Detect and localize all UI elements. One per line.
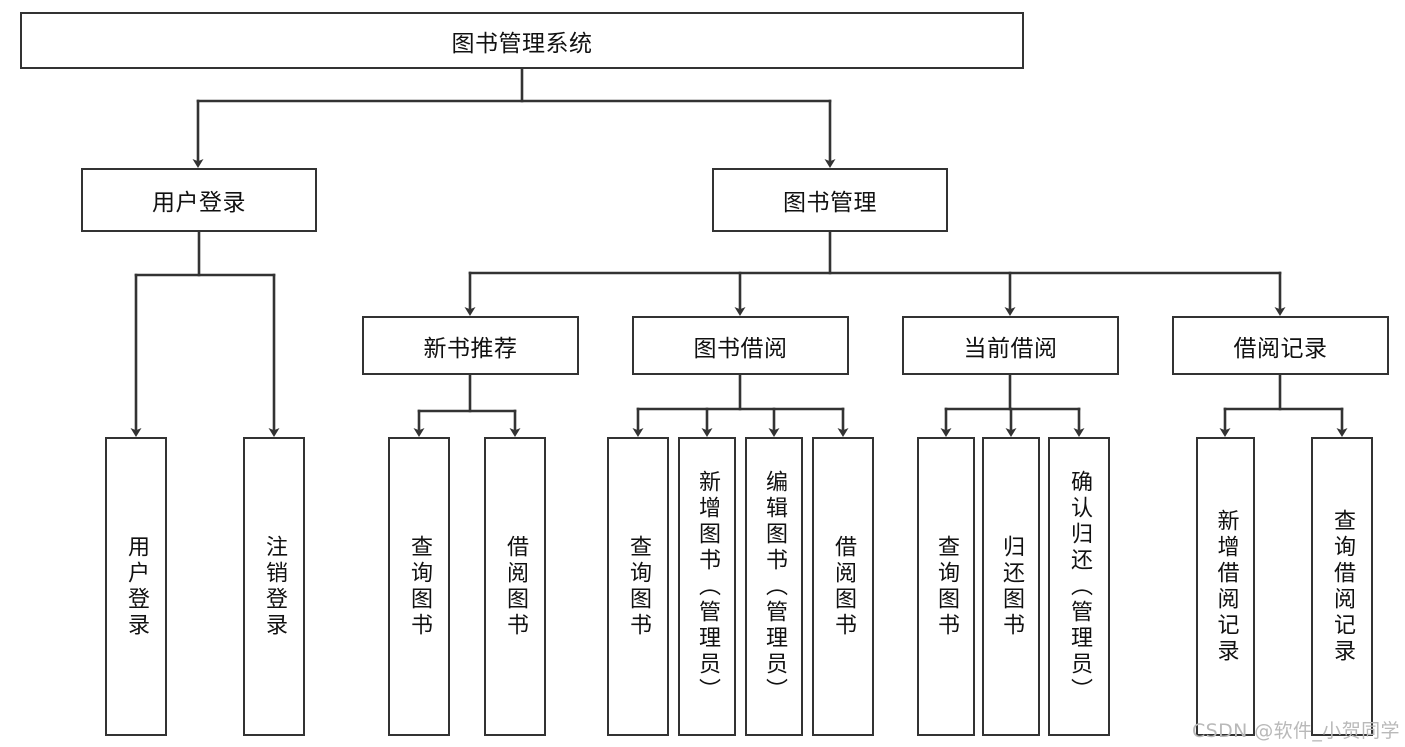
leaf-return-book[interactable]: 归还图书	[982, 437, 1040, 736]
node-user-login[interactable]: 用户登录	[81, 168, 317, 232]
leaf-logout[interactable]: 注销登录	[243, 437, 305, 736]
node-current-borrow[interactable]: 当前借阅	[902, 316, 1119, 375]
watermark-text: CSDN @软件_小贺同学	[1192, 720, 1400, 742]
leaf-add-borrow-record-label: 新增借阅记录	[1213, 508, 1239, 665]
leaf-user-login-label: 用户登录	[124, 534, 149, 639]
leaf-logout-label: 注销登录	[262, 534, 287, 639]
leaf-borrow-book-newbook[interactable]: 借阅图书	[484, 437, 546, 736]
node-book-borrow[interactable]: 图书借阅	[632, 316, 849, 375]
leaf-borrow-book[interactable]: 借阅图书	[812, 437, 874, 736]
node-new-book-recommend[interactable]: 新书推荐	[362, 316, 579, 375]
leaf-borrow-book-label: 借阅图书	[831, 534, 856, 639]
leaf-add-borrow-record[interactable]: 新增借阅记录	[1196, 437, 1255, 736]
leaf-query-book-current-label: 查询图书	[934, 534, 959, 639]
leaf-edit-book-admin-label: 编辑图书（管理员）	[762, 469, 787, 704]
leaf-return-book-label: 归还图书	[999, 534, 1024, 639]
node-root-label: 图书管理系统	[451, 30, 593, 57]
leaf-query-book-borrow[interactable]: 查询图书	[607, 437, 669, 736]
leaf-query-borrow-record[interactable]: 查询借阅记录	[1311, 437, 1373, 736]
node-user-login-label: 用户登录	[152, 190, 246, 216]
leaf-query-book-newbook[interactable]: 查询图书	[388, 437, 450, 736]
leaf-confirm-return-admin-label: 确认归还（管理员）	[1067, 469, 1092, 704]
node-book-manage-label: 图书管理	[783, 190, 877, 216]
node-new-book-recommend-label: 新书推荐	[423, 335, 518, 362]
leaf-query-book-current[interactable]: 查询图书	[917, 437, 975, 736]
leaf-edit-book-admin[interactable]: 编辑图书（管理员）	[745, 437, 803, 736]
leaf-query-book-newbook-label: 查询图书	[407, 534, 432, 639]
node-book-borrow-label: 图书借阅	[693, 335, 788, 362]
node-current-borrow-label: 当前借阅	[963, 335, 1058, 362]
node-book-manage[interactable]: 图书管理	[712, 168, 948, 232]
leaf-user-login[interactable]: 用户登录	[105, 437, 167, 736]
leaf-add-book-admin[interactable]: 新增图书（管理员）	[678, 437, 736, 736]
leaf-confirm-return-admin[interactable]: 确认归还（管理员）	[1048, 437, 1110, 736]
leaf-borrow-book-newbook-label: 借阅图书	[503, 534, 528, 639]
leaf-add-book-admin-label: 新增图书（管理员）	[695, 469, 720, 704]
leaf-query-borrow-record-label: 查询借阅记录	[1330, 508, 1355, 665]
node-root[interactable]: 图书管理系统	[20, 12, 1024, 69]
node-borrow-record[interactable]: 借阅记录	[1172, 316, 1389, 375]
leaf-query-book-borrow-label: 查询图书	[626, 534, 651, 639]
node-borrow-record-label: 借阅记录	[1233, 335, 1328, 362]
